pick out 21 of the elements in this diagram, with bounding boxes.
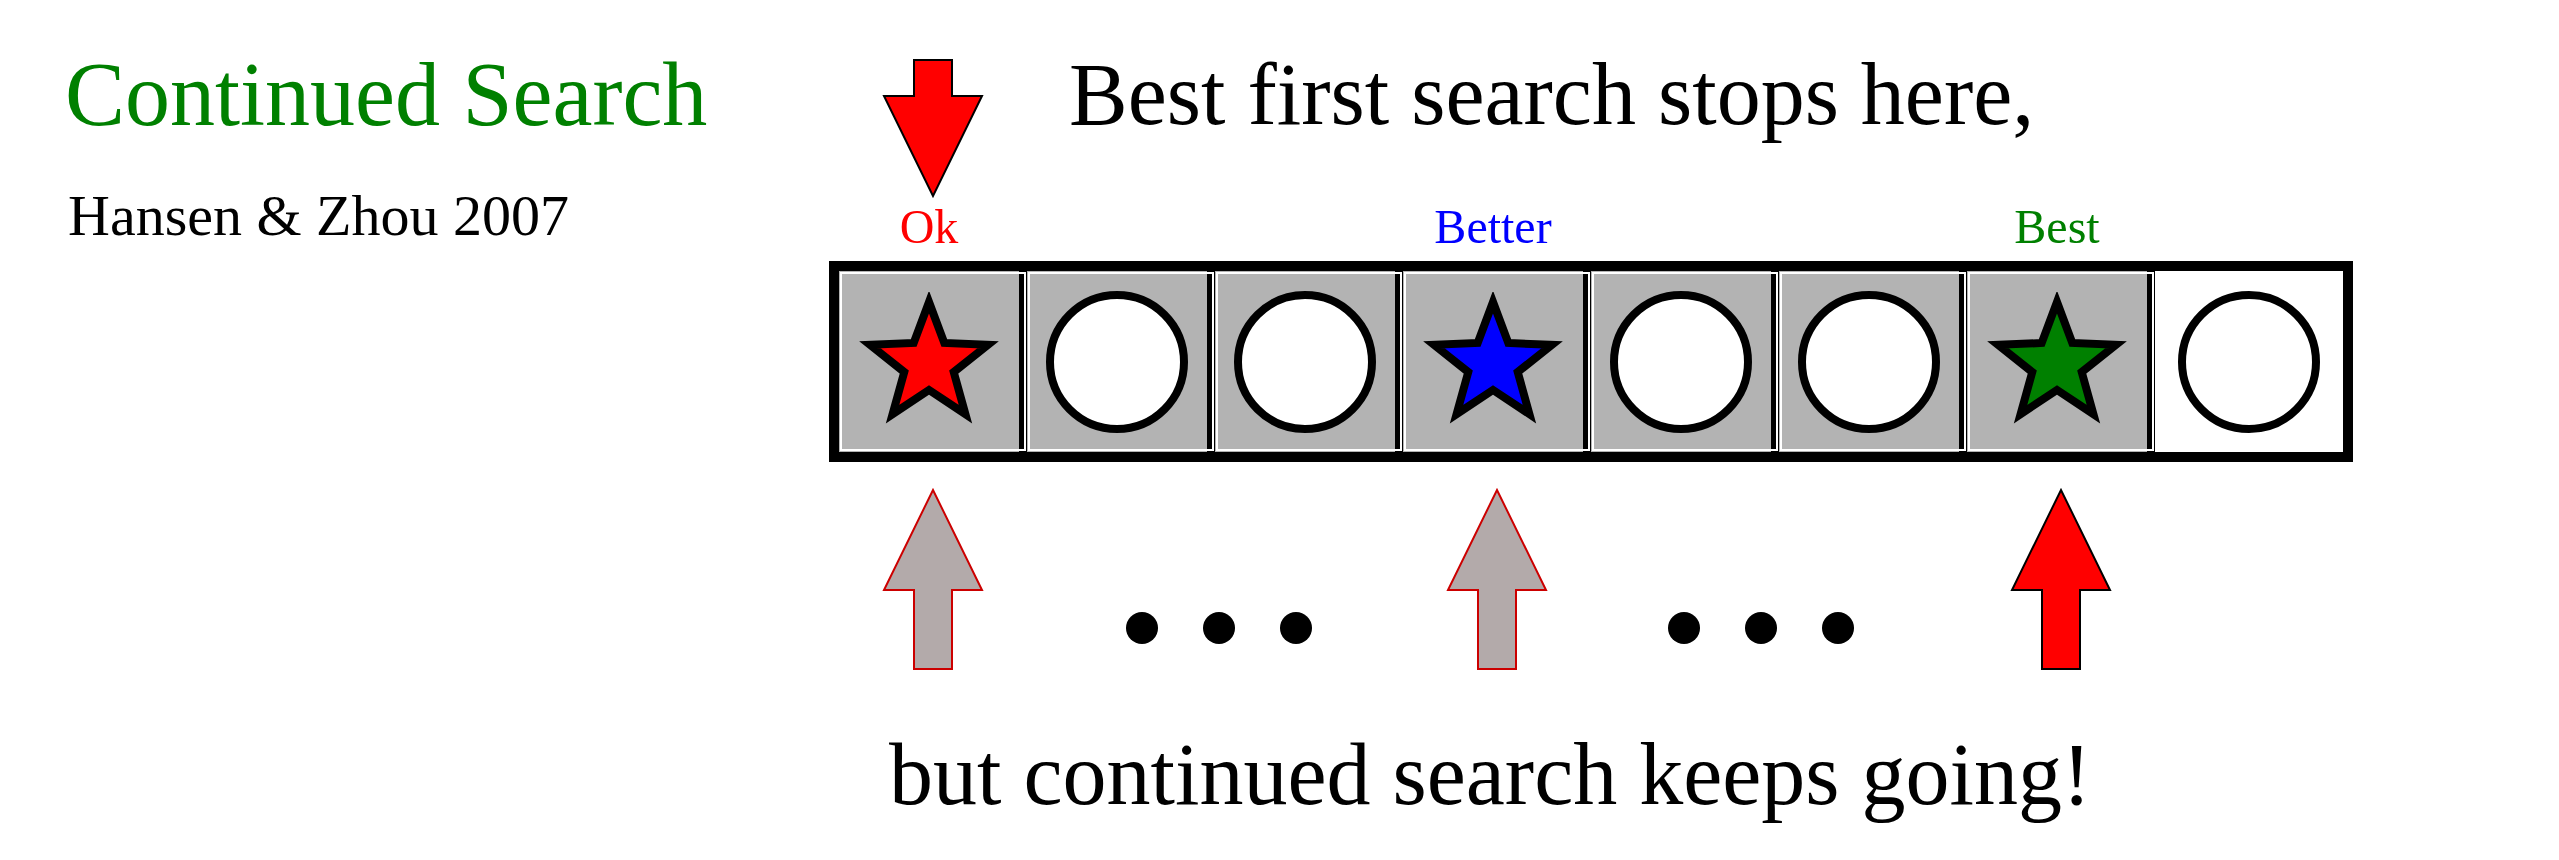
circle-icon (1232, 288, 1378, 435)
cell (1027, 271, 1215, 452)
block-arrow (882, 487, 984, 670)
circle-icon (2176, 288, 2322, 435)
block-arrow (882, 59, 984, 199)
text-label: Best first search stops here, (1069, 45, 2035, 145)
cell-label: Ok (899, 203, 959, 251)
cell (1591, 271, 1779, 452)
circle-icon (1796, 288, 1942, 435)
block-arrow (1446, 487, 1548, 670)
cell (1779, 271, 1967, 452)
cell-label: Best (2014, 203, 2100, 251)
circle-icon (1608, 288, 1754, 435)
cell (1215, 271, 1403, 452)
title: Continued Search (65, 50, 708, 140)
text-label: but continued search keeps going! (889, 725, 2092, 825)
circle-icon (1044, 288, 1190, 435)
text-label: Hansen & Zhou 2007 (68, 182, 569, 250)
block-arrow (2010, 487, 2112, 670)
cell (2155, 271, 2343, 452)
cell-label: Better (1434, 203, 1552, 251)
